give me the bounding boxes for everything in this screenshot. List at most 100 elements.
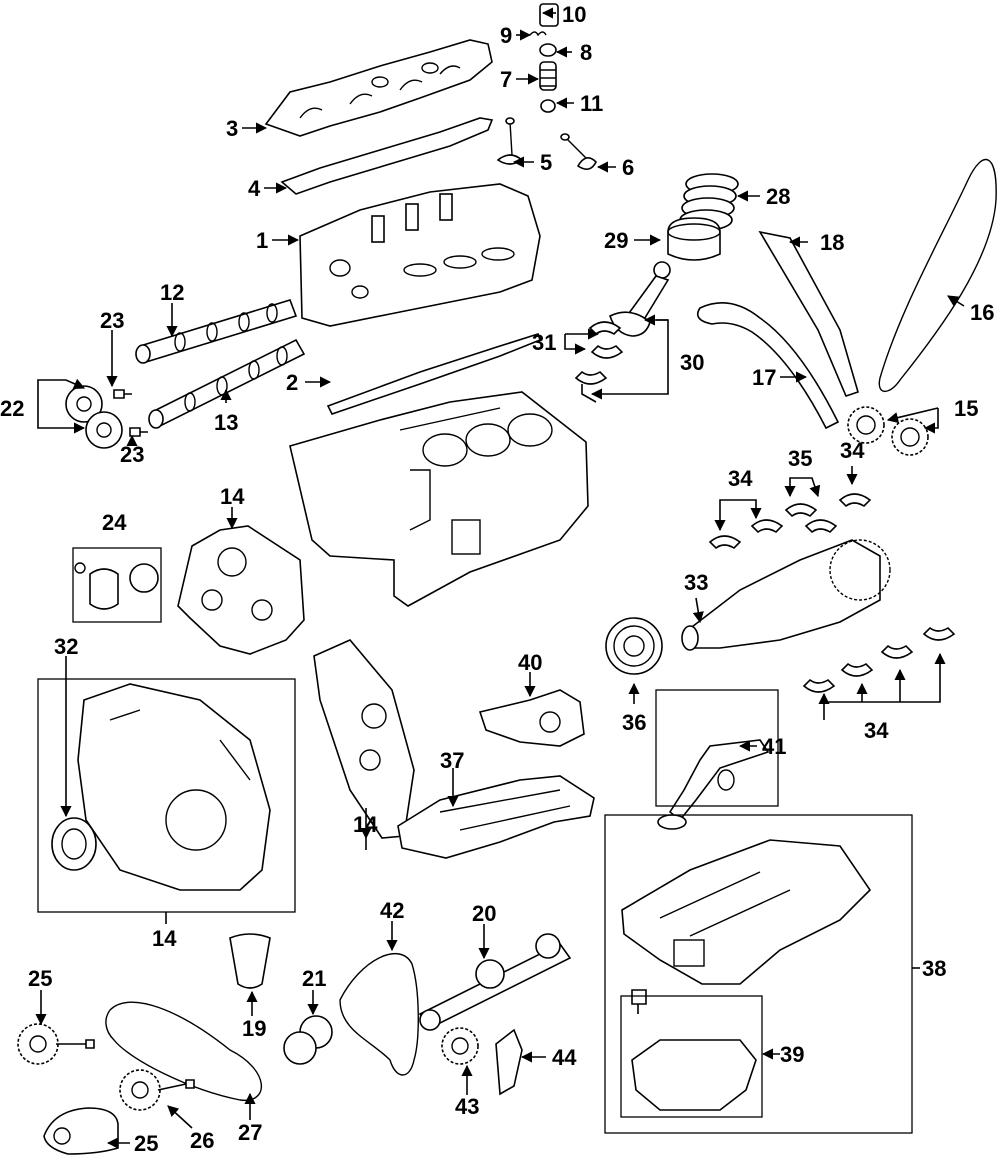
callout-26: 26 (190, 1128, 214, 1153)
callout-17: 17 (752, 365, 776, 390)
callout-22: 22 (0, 396, 24, 421)
callout-box-24 (72, 547, 162, 623)
callout-14a: 14 (220, 484, 245, 509)
callout-4: 4 (248, 176, 261, 201)
oil-pickup-tube-part (657, 739, 770, 830)
balance-shaft-sprocket-part (441, 1027, 479, 1065)
callout-39: 39 (780, 1042, 804, 1067)
callout-23b: 23 (120, 442, 144, 467)
main-bearing-part (708, 493, 956, 693)
chain-tensioner-arm-part (696, 302, 840, 430)
callout-29: 29 (604, 228, 628, 253)
callout-23a: 23 (100, 308, 124, 333)
balance-shaft-tensioner-part (495, 1028, 523, 1096)
callout-40: 40 (518, 650, 542, 675)
balance-shaft-part (418, 933, 572, 1031)
callout-1: 1 (256, 228, 268, 253)
engine-block-part (289, 391, 589, 607)
oil-pan-lower-part (631, 989, 757, 1111)
valve-keeper-part (529, 31, 547, 37)
phaser-bolt-part (113, 389, 148, 437)
oil-pan-part (621, 839, 872, 985)
intake-valve-part (496, 117, 524, 165)
callout-14c: 14 (152, 926, 177, 951)
callout-9: 9 (500, 23, 512, 48)
callout-13: 13 (214, 410, 238, 435)
exhaust-valve-part (560, 133, 597, 170)
callout-15: 15 (954, 396, 978, 421)
callout-14b: 14 (353, 812, 378, 837)
callout-10: 10 (562, 2, 586, 27)
callout-6: 6 (622, 155, 634, 180)
callout-12: 12 (160, 280, 184, 305)
callout-31: 31 (532, 330, 556, 355)
balance-shaft-gear-part (283, 1015, 333, 1065)
rod-bearing-part (574, 321, 624, 403)
balance-shaft-drive-sprocket-part (17, 1023, 95, 1065)
callout-20: 20 (472, 901, 496, 926)
intake-camshaft-part (135, 299, 298, 364)
callout-43: 43 (455, 1094, 479, 1119)
callout-16: 16 (970, 300, 994, 325)
callout-5: 5 (540, 150, 552, 175)
callout-37: 37 (440, 748, 464, 773)
crankshaft-sprocket-part (847, 406, 929, 456)
callout-34c: 34 (864, 718, 889, 743)
callout-25a: 25 (28, 966, 52, 991)
balance-shaft-driven-sprocket-part (119, 1069, 195, 1111)
front-cover-part (177, 525, 305, 655)
callout-3: 3 (226, 116, 238, 141)
callout-18: 18 (820, 230, 844, 255)
crankshaft-front-seal-part (51, 817, 97, 871)
callout-30: 30 (680, 350, 704, 375)
valve-cover-gasket-part (280, 117, 494, 195)
callout-44: 44 (552, 1045, 577, 1070)
callout-25b: 25 (134, 1131, 158, 1155)
callout-8: 8 (580, 40, 592, 65)
valve-stem-seal-part (540, 99, 556, 113)
connecting-rod-part (609, 261, 671, 337)
timing-chain-part (878, 158, 997, 393)
callout-21: 21 (302, 966, 326, 991)
callout-35: 35 (788, 446, 812, 471)
crankshaft-part (681, 539, 891, 651)
leader-lines (35, 7, 965, 1149)
balance-shaft-cover-part (43, 1107, 119, 1155)
balance-shaft-chain-part (339, 952, 419, 1076)
piston-part (667, 217, 721, 261)
callout-32: 32 (54, 634, 78, 659)
callout-19: 19 (242, 1016, 266, 1041)
oil-filter-housing-part (74, 562, 159, 610)
cylinder-head-part (299, 183, 541, 327)
callout-24: 24 (102, 510, 127, 535)
engine-cover-part (313, 639, 415, 839)
valve-spring-part (539, 61, 557, 91)
callout-34b: 34 (840, 438, 865, 463)
valve-cover-part (264, 39, 493, 137)
valve-lash-adjuster-part (539, 3, 559, 27)
callout-42: 42 (380, 898, 404, 923)
callout-34a: 34 (728, 466, 753, 491)
oil-filter-part (229, 933, 271, 989)
crankshaft-pulley-part (605, 617, 663, 675)
callout-27: 27 (238, 1120, 262, 1145)
callout-38: 38 (922, 956, 946, 981)
callout-41: 41 (762, 734, 786, 759)
camshaft-phaser-part (65, 385, 123, 449)
callout-7: 7 (500, 67, 512, 92)
oil-pump-part (478, 689, 585, 747)
oil-baffle-part (397, 775, 595, 859)
callout-33: 33 (684, 570, 708, 595)
callout-28: 28 (766, 184, 790, 209)
callout-2: 2 (286, 370, 298, 395)
timing-cover-part (77, 683, 271, 891)
callout-11: 11 (580, 91, 603, 116)
valve-spring-retainer-part (539, 43, 557, 57)
exhaust-camshaft-part (148, 338, 306, 429)
callout-box-41 (655, 689, 779, 807)
callout-box-38 (604, 814, 913, 1134)
callout-36: 36 (622, 710, 646, 735)
head-gasket-part (326, 333, 541, 415)
